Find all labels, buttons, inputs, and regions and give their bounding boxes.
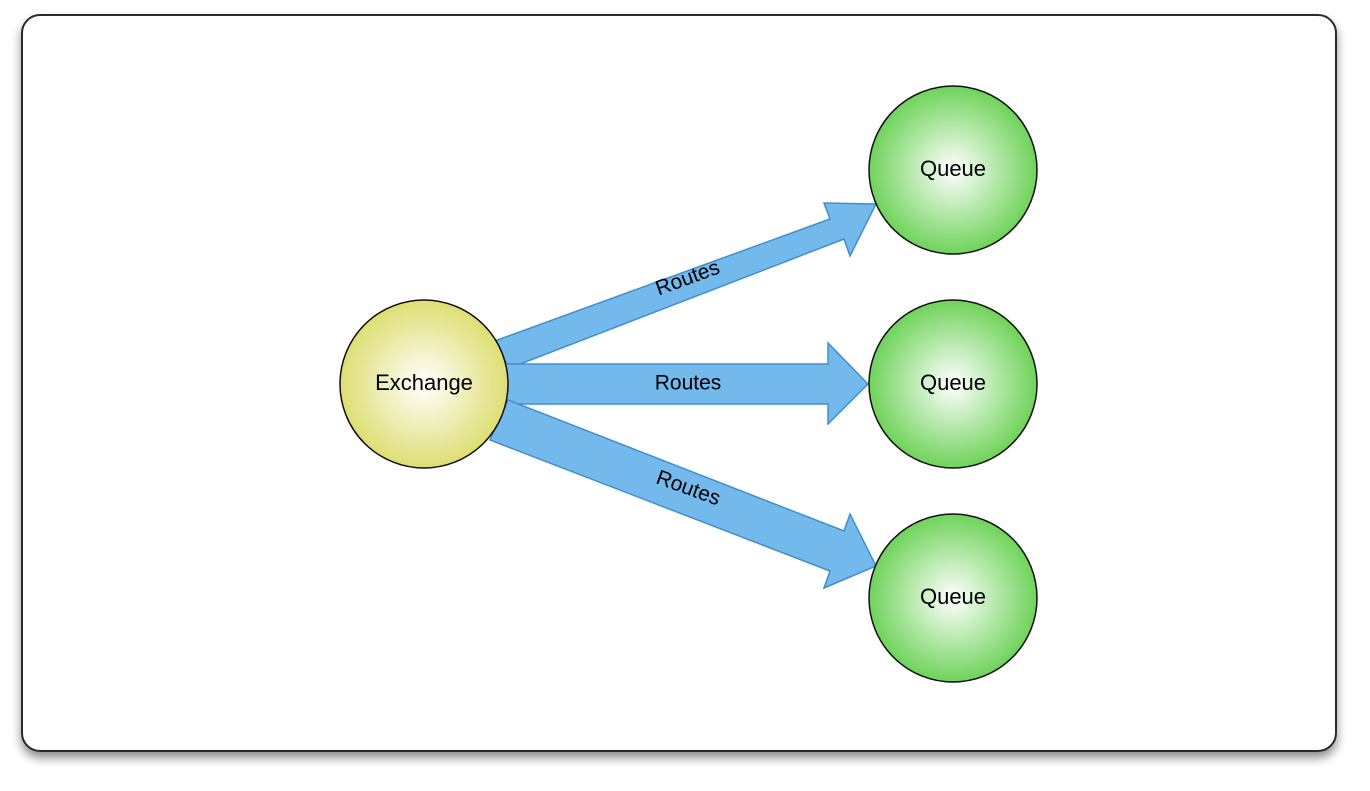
queue-node-top: Queue xyxy=(868,85,1038,255)
exchange-label: Exchange xyxy=(375,370,473,395)
route-arrow-bottom xyxy=(488,399,878,590)
exchange-circle xyxy=(339,299,509,469)
queue-label: Queue xyxy=(920,370,986,395)
queue-node-middle: Queue xyxy=(868,299,1038,469)
queue-circle xyxy=(868,513,1038,683)
queue-label: Queue xyxy=(920,156,986,181)
queue-circle xyxy=(868,299,1038,469)
queue-label: Queue xyxy=(920,584,986,609)
queue-node-bottom: Queue xyxy=(868,513,1038,683)
edge-label-middle: Routes xyxy=(655,372,722,395)
route-arrow-top xyxy=(490,202,878,369)
queue-circle xyxy=(868,85,1038,255)
exchange-node: Exchange xyxy=(339,299,509,469)
route-arrow-middle xyxy=(499,341,870,426)
